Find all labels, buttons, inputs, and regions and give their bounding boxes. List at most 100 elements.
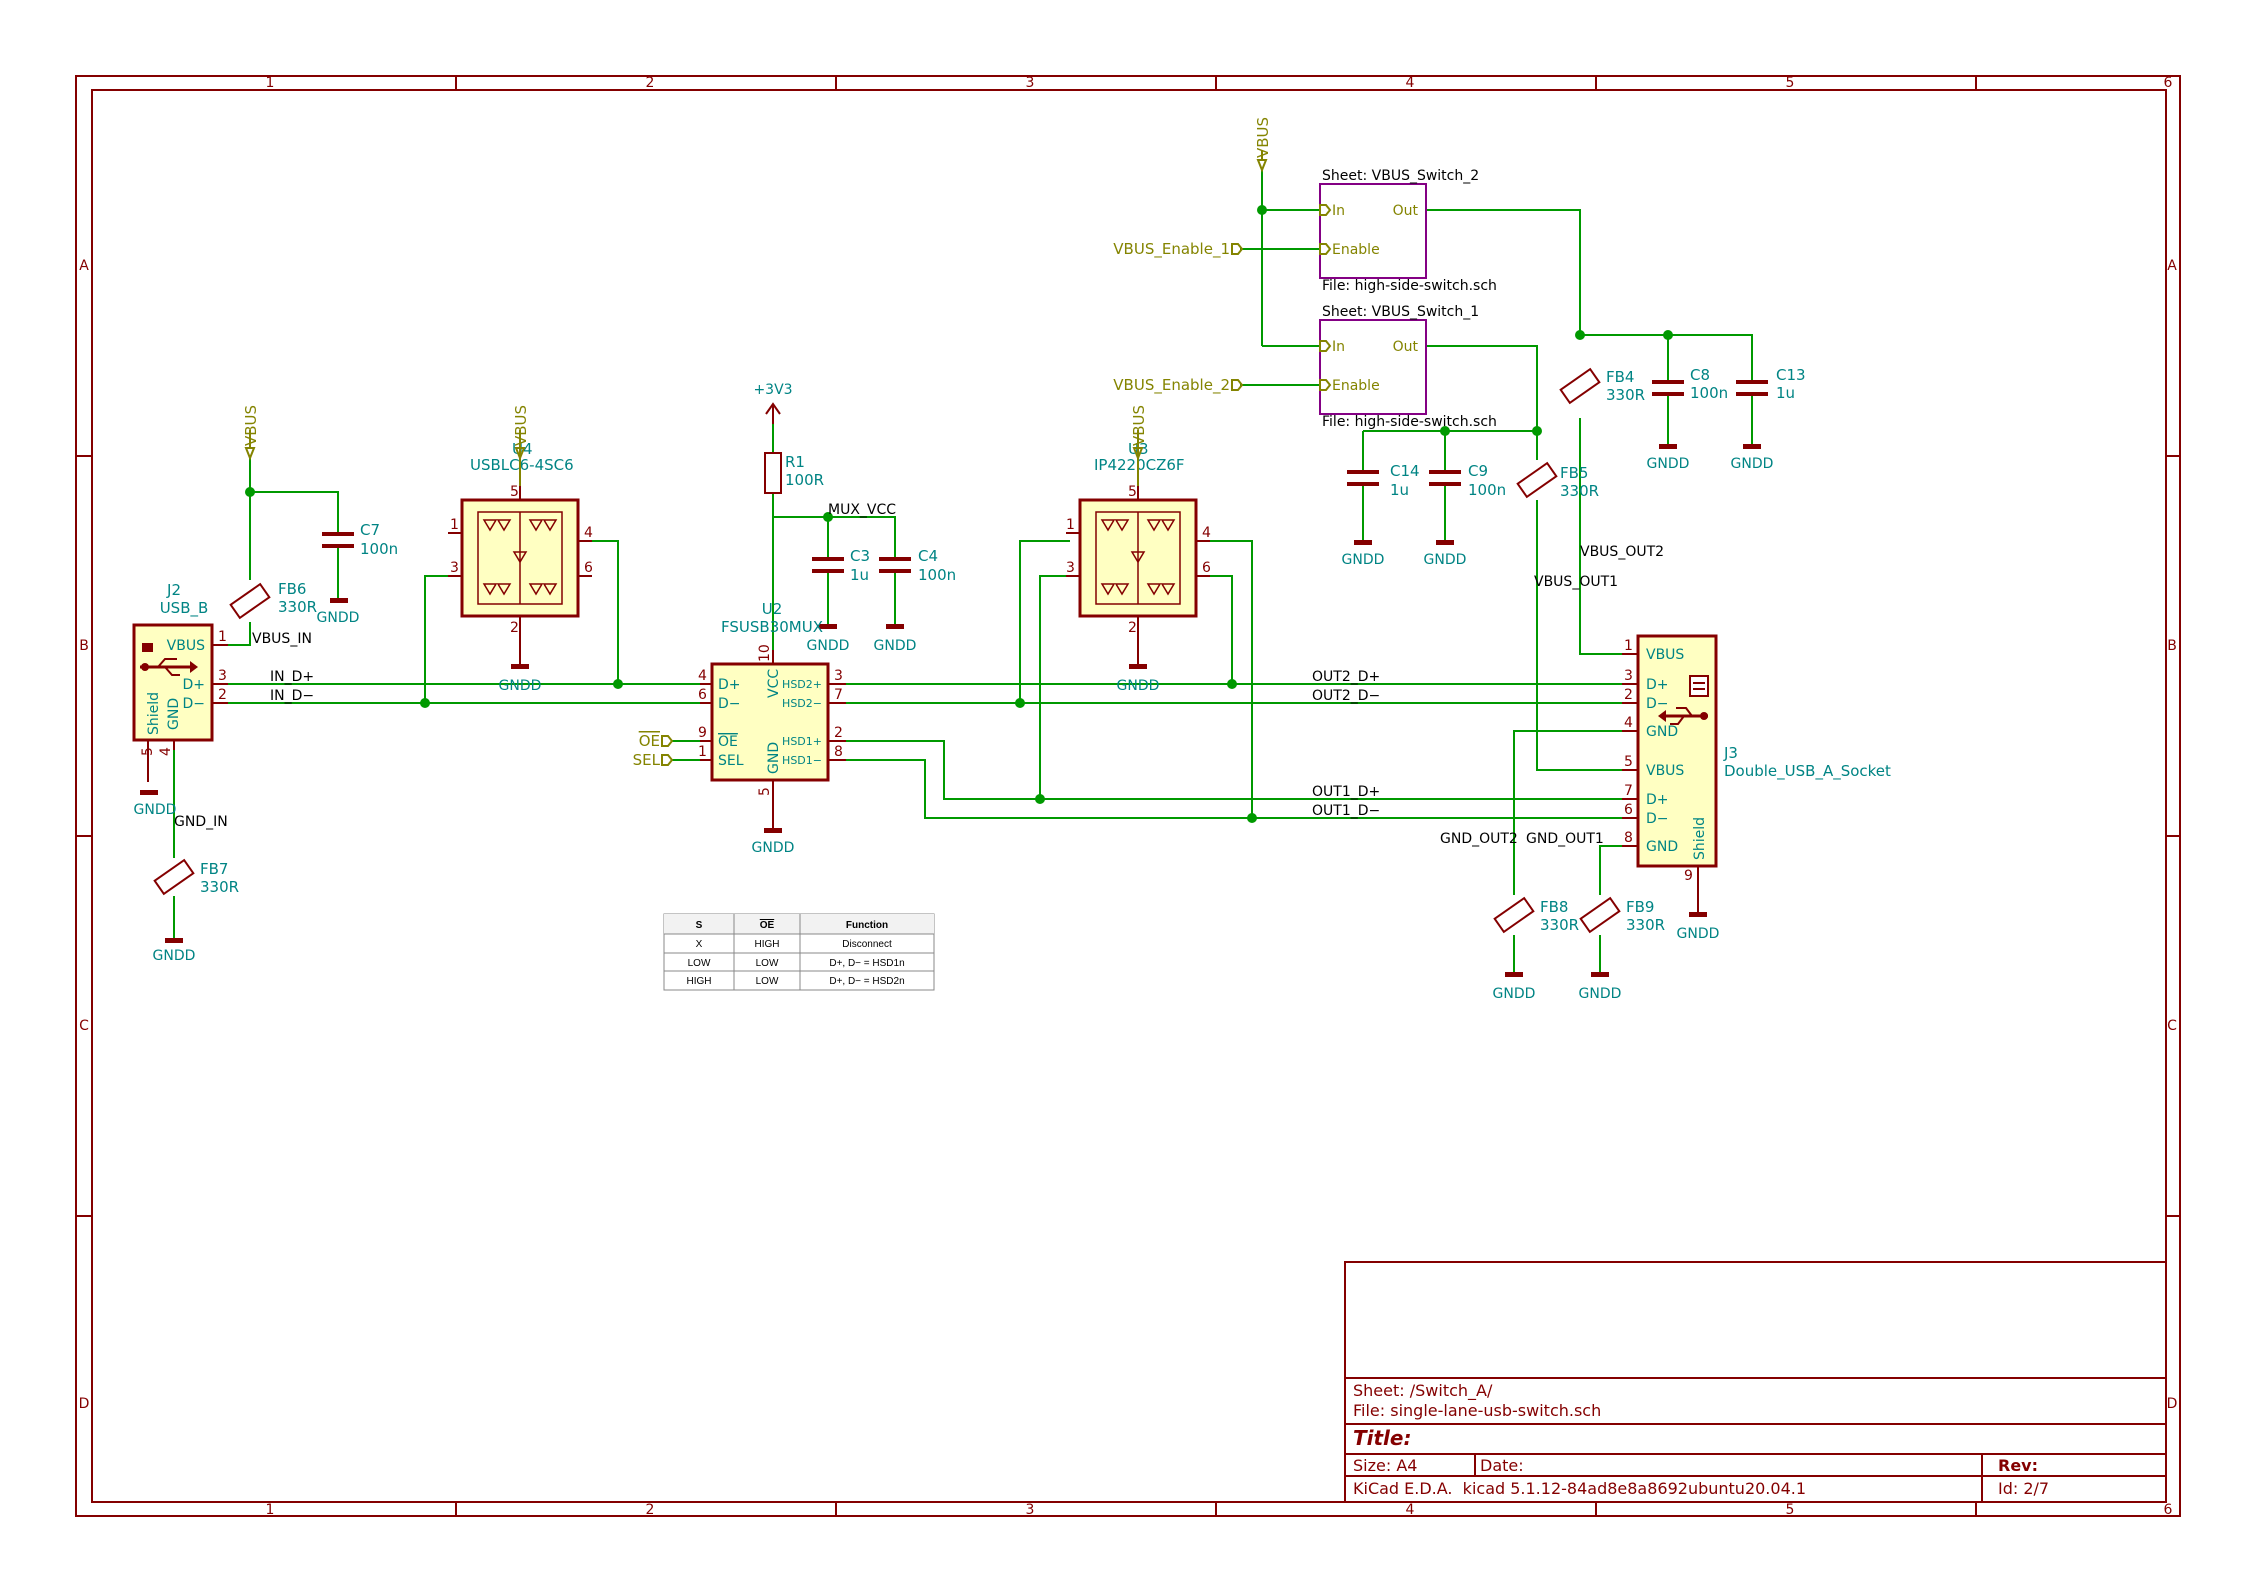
j3-pinnum-6: 6 <box>1624 802 1633 818</box>
ferrite-fb7[interactable]: FB7 330R GNDD <box>153 858 240 964</box>
gndd-label-fb9: GNDD <box>1579 986 1622 1002</box>
hier-label-vbus-enable-2: VBUS_Enable_2 <box>1113 376 1244 395</box>
u3-pin-3: 3 <box>1066 560 1075 576</box>
ferrite-fb4[interactable]: FB4 330R <box>1559 367 1645 405</box>
net-in-dm: IN_D− <box>270 688 314 704</box>
r1-value: 100R <box>785 471 824 489</box>
capacitor-c9[interactable]: C9 100n GNDD <box>1424 462 1507 568</box>
fb7-ref: FB7 <box>200 860 228 878</box>
capacitor-c3[interactable]: C3 1u GNDD <box>807 547 870 654</box>
fb8-value: 330R <box>1540 916 1579 934</box>
hier-label-sel: SEL <box>633 751 674 769</box>
row-label-right-a: A <box>2167 258 2177 274</box>
title-block: Sheet: /Switch_A/ File: single-lane-usb-… <box>1344 1261 2167 1503</box>
sheet2-pin-in: In <box>1332 203 1345 219</box>
capacitor-c8[interactable]: C8 100n GNDD <box>1647 366 1729 472</box>
fb7-value: 330R <box>200 878 239 896</box>
j3-pinnum-1: 1 <box>1624 638 1633 654</box>
tt-head-oe: OE <box>760 920 775 931</box>
u3-pin-5: 5 <box>1128 484 1137 500</box>
col-label-bottom-2: 2 <box>646 1502 655 1518</box>
ferrite-fb9[interactable]: FB9 330R GNDD <box>1579 896 1666 1002</box>
u4-pin-5: 5 <box>510 484 519 500</box>
fb4-value: 330R <box>1606 386 1645 404</box>
u2-value: FSUSB30MUX <box>721 618 823 636</box>
u2-pinnum-3: 3 <box>834 668 843 684</box>
col-label-bottom-5: 5 <box>1786 1502 1795 1518</box>
j3-value: Double_USB_A_Socket <box>1724 762 1891 781</box>
net-vbus-out2: VBUS_OUT2 <box>1580 544 1664 560</box>
net-vbus-in: VBUS_IN <box>252 631 312 647</box>
u2-pin-hsd2m: HSD2− <box>782 697 822 710</box>
row-label-left-a: A <box>79 258 89 274</box>
drawing-frame: 1 2 3 4 5 6 1 2 3 4 5 6 A B C D A B C D <box>75 75 2181 1518</box>
u3-ip4220-esd[interactable]: IP4220CZ6F U3 1 3 5 2 4 6 GNDD <box>1066 440 1211 694</box>
gndd-label-u4: GNDD <box>499 678 542 694</box>
col-label-bottom-1: 1 <box>266 1502 275 1518</box>
net-out1-dp: OUT1_D+ <box>1312 784 1380 800</box>
u2-pinnum-5: 5 <box>757 787 773 796</box>
j3-pinnum-8: 8 <box>1624 830 1633 846</box>
net-out2-dm: OUT2_D− <box>1312 688 1380 704</box>
capacitor-c4[interactable]: C4 100n GNDD <box>874 547 957 654</box>
col-label-top-3: 3 <box>1026 75 1035 91</box>
net-mux-vcc: MUX_VCC <box>828 502 896 518</box>
j2-pin-vbus: VBUS <box>167 638 205 654</box>
capacitor-c13[interactable]: C13 1u GNDD <box>1731 366 1806 472</box>
resistor-r1[interactable]: R1 100R <box>764 452 824 494</box>
u2-pinnum-7: 7 <box>834 687 843 703</box>
vbus-label-sheets: VBUS <box>1254 117 1272 158</box>
sheet1-pin-enable: Enable <box>1332 378 1380 394</box>
usb-logo-icon <box>1658 675 1709 725</box>
sheet2-pin-out: Out <box>1393 203 1419 219</box>
j2-pinnum-2: 2 <box>218 687 227 703</box>
u2-fsusb30mux[interactable]: U2 FSUSB30MUX D+ D− OE SEL VCC GND HSD2+… <box>698 600 846 856</box>
net-gnd-out2: GND_OUT2 <box>1440 831 1518 847</box>
sheet-vbus-switch-1[interactable]: Sheet: VBUS_Switch_1 File: high-side-swi… <box>1319 304 1497 430</box>
u4-value: USBLC6-4SC6 <box>470 456 574 474</box>
c4-value: 100n <box>918 566 956 584</box>
vbus-power-flag-sheets: VBUS <box>1254 117 1272 173</box>
j3-pinnum-9: 9 <box>1684 868 1693 884</box>
u3-pin-6: 6 <box>1202 560 1211 576</box>
row-label-right-d: D <box>2167 1396 2178 1412</box>
fb4-ref: FB4 <box>1606 368 1634 386</box>
ferrite-fb6[interactable]: FB6 330R <box>229 580 317 620</box>
j3-pinnum-2: 2 <box>1624 687 1633 703</box>
fb5-value: 330R <box>1560 482 1599 500</box>
u4-pin-1: 1 <box>450 517 459 533</box>
u2-pin-dm: D− <box>718 696 741 712</box>
fb5-ref: FB5 <box>1560 464 1588 482</box>
capacitor-c14[interactable]: C14 1u GNDD <box>1342 462 1420 568</box>
capacitor-c7[interactable]: C7 100n GNDD <box>317 521 399 626</box>
net-in-dp: IN_D+ <box>270 669 314 685</box>
j2-usb-b-connector[interactable]: J2 USB_B VBUS D+ D− Shield GND 1 3 2 5 4 <box>132 581 228 782</box>
vbus-power-flag-u3: VBUS <box>1130 405 1148 486</box>
j3-pin-vbus2: VBUS <box>1646 763 1684 779</box>
ferrite-fb5[interactable]: FB5 330R <box>1516 461 1599 500</box>
u4-pin-6: 6 <box>584 560 593 576</box>
u4-usblc6-esd[interactable]: USBLC6-4SC6 U4 1 3 5 2 4 6 GNDD <box>448 440 593 694</box>
vbus-power-flag-u4: VBUS <box>512 405 530 486</box>
tb-title: Title: <box>1353 1426 1411 1450</box>
u2-pinnum-8: 8 <box>834 744 843 760</box>
j3-ref: J3 <box>1723 744 1738 762</box>
j3-pin-vbus1: VBUS <box>1646 647 1684 663</box>
j3-double-usb-a-socket[interactable]: VBUS D+ D− GND VBUS D+ D− GND Shield 1 3… <box>1622 634 1891 942</box>
j3-pinnum-5: 5 <box>1624 754 1633 770</box>
enable1-label: VBUS_Enable_1 <box>1113 240 1230 259</box>
tt-r2-c2: D+, D− = HSD2n <box>829 976 904 987</box>
j3-pin-dm1: D− <box>1646 696 1669 712</box>
u2-pinnum-4: 4 <box>698 668 707 684</box>
tb-tool: KiCad E.D.A. kicad 5.1.12-84ad8e8a8692ub… <box>1353 1479 1806 1498</box>
ferrite-fb8[interactable]: FB8 330R GNDD <box>1493 896 1580 1002</box>
u2-pinnum-6: 6 <box>698 687 707 703</box>
j2-pinnum-4: 4 <box>158 747 174 756</box>
j2-pinnum-3: 3 <box>218 668 227 684</box>
gndd-label-j2: GNDD <box>134 802 177 818</box>
sheet-vbus-switch-2[interactable]: Sheet: VBUS_Switch_2 File: high-side-swi… <box>1319 168 1497 294</box>
sheet1-file: File: high-side-switch.sch <box>1322 414 1497 430</box>
u4-pin-2: 2 <box>510 620 519 636</box>
sheet1-pin-in: In <box>1332 339 1345 355</box>
c13-ref: C13 <box>1776 366 1806 384</box>
